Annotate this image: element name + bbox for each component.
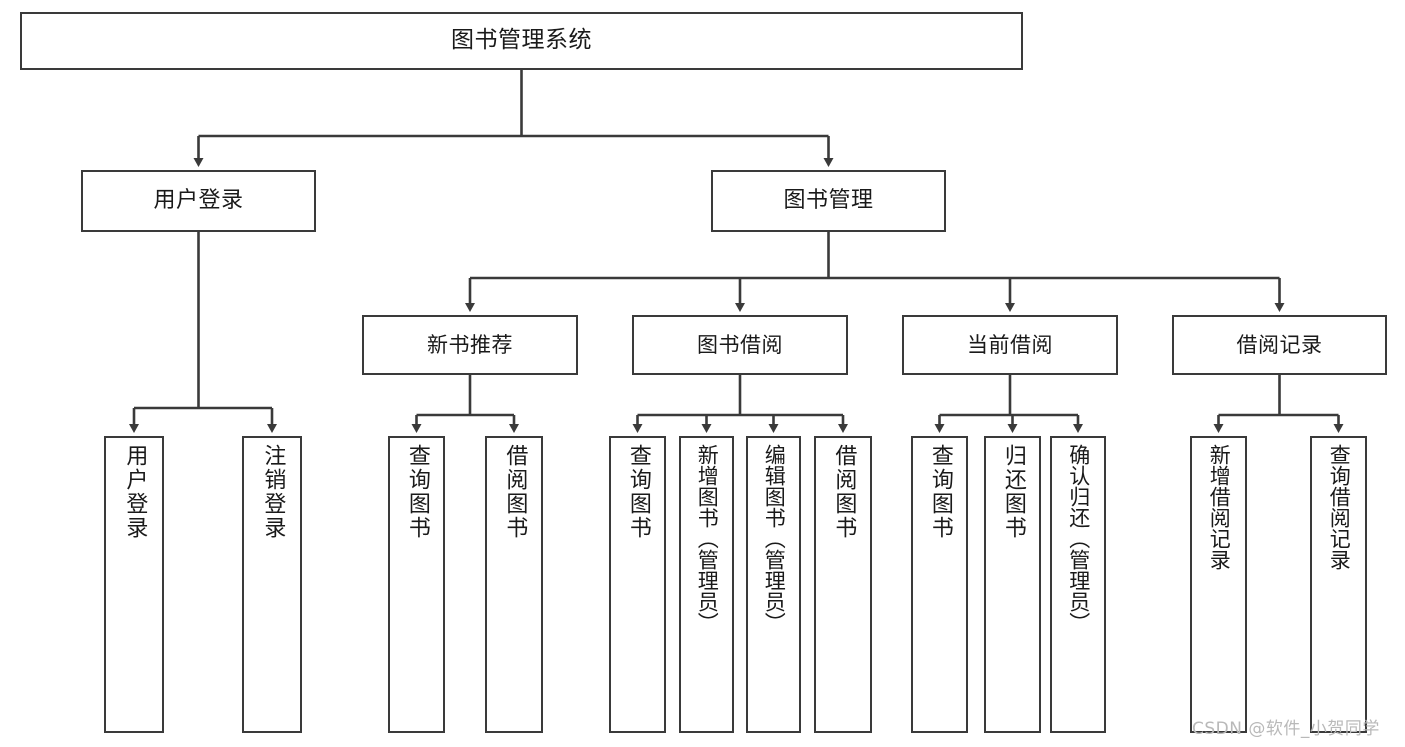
node-leaf-edit-book[interactable]: 编辑图书（管理员） [746,436,801,733]
node-leaf-logout-label: 注销登录 [260,444,286,540]
node-leaf-logout[interactable]: 注销登录 [242,436,302,733]
node-leaf-borrow-book-a-label: 借阅图书 [502,444,528,540]
node-leaf-user-login[interactable]: 用户登录 [104,436,164,733]
node-book-manage[interactable]: 图书管理 [711,170,946,232]
node-leaf-edit-book-label: 编辑图书（管理员） [762,444,787,633]
node-leaf-add-book[interactable]: 新增图书（管理员） [679,436,734,733]
node-book-borrow[interactable]: 图书借阅 [632,315,848,375]
node-leaf-borrow-book-a[interactable]: 借阅图书 [485,436,543,733]
node-leaf-query-book-a[interactable]: 查询图书 [388,436,445,733]
node-leaf-query-book-b[interactable]: 查询图书 [609,436,666,733]
node-new-book-recommend-label: 新书推荐 [427,332,513,357]
node-leaf-add-book-label: 新增图书（管理员） [695,444,720,633]
node-borrow-record[interactable]: 借阅记录 [1172,315,1387,375]
node-leaf-confirm-return[interactable]: 确认归还（管理员） [1050,436,1106,733]
node-leaf-query-record-label: 查询借阅记录 [1327,444,1352,570]
node-current-borrow[interactable]: 当前借阅 [902,315,1118,375]
node-root-label: 图书管理系统 [451,27,592,54]
node-new-book-recommend[interactable]: 新书推荐 [362,315,578,375]
node-leaf-query-book-b-label: 查询图书 [625,444,651,540]
node-user-login[interactable]: 用户登录 [81,170,316,232]
node-leaf-query-book-c[interactable]: 查询图书 [911,436,968,733]
node-leaf-query-record[interactable]: 查询借阅记录 [1310,436,1367,733]
node-user-login-label: 用户登录 [153,188,244,214]
watermark: CSDN @软件_小贺同学 [1192,719,1380,739]
node-leaf-user-login-label: 用户登录 [122,444,148,540]
node-current-borrow-label: 当前借阅 [967,332,1053,357]
node-root[interactable]: 图书管理系统 [20,12,1023,70]
node-leaf-query-book-a-label: 查询图书 [404,444,430,540]
node-leaf-return-book[interactable]: 归还图书 [984,436,1041,733]
node-leaf-add-record-label: 新增借阅记录 [1207,444,1232,570]
node-book-manage-label: 图书管理 [783,188,874,214]
node-leaf-borrow-book-b[interactable]: 借阅图书 [814,436,872,733]
node-leaf-add-record[interactable]: 新增借阅记录 [1190,436,1247,733]
node-leaf-confirm-return-label: 确认归还（管理员） [1066,444,1091,633]
node-leaf-return-book-label: 归还图书 [1000,444,1026,540]
node-book-borrow-label: 图书借阅 [697,332,783,357]
node-leaf-query-book-c-label: 查询图书 [927,444,953,540]
node-leaf-borrow-book-b-label: 借阅图书 [831,444,857,540]
node-borrow-record-label: 借阅记录 [1236,332,1323,357]
